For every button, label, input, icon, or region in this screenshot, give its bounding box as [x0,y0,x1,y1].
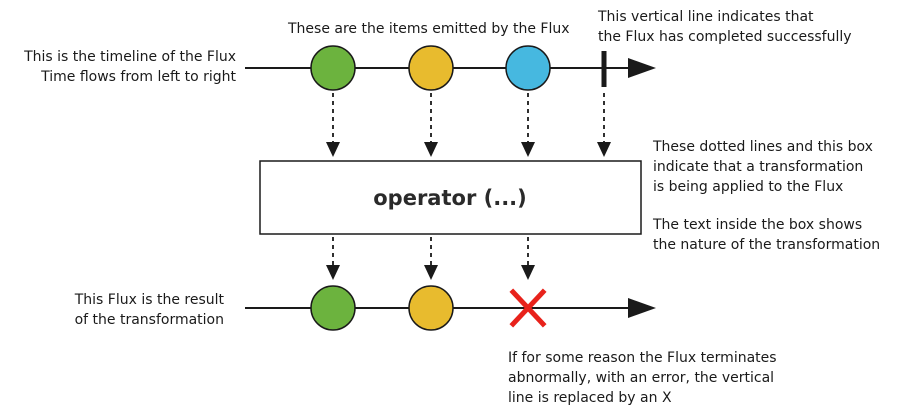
operator-nature-caption-line-2: the nature of the transformation [653,237,881,253]
arrowhead-in-3 [521,142,535,157]
source-item-green [310,45,356,91]
arrowhead-in-1 [326,142,340,157]
error-caption-line-3: line is replaced by an X [508,390,672,406]
result-item-green [310,285,356,331]
operator-box [259,160,642,235]
operator-nature-caption-line-1: The text inside the box shows [653,217,863,233]
error-x-icon [509,288,547,328]
arrowhead-out-2 [424,265,438,280]
arrowhead-out-1 [326,265,340,280]
error-x-stroke-2 [509,288,547,328]
source-timeline-arrowhead [628,58,656,78]
result-caption-line-2: of the transformation [74,312,224,328]
transformation-caption: These dotted lines and this box indicate… [653,137,873,197]
operator-nature-caption: The text inside the box shows the nature… [653,215,880,255]
timeline-caption: This is the timeline of the Flux Time fl… [0,47,236,87]
result-caption-line-1: This Flux is the result [74,292,224,308]
transformation-caption-line-3: is being applied to the Flux [653,179,844,195]
transformation-caption-line-1: These dotted lines and this box [653,139,873,155]
input-dotted-arrows [332,93,605,143]
error-caption-line-1: If for some reason the Flux terminates [508,350,777,366]
items-caption: These are the items emitted by the Flux [288,19,570,39]
output-arrowheads [326,265,535,280]
result-timeline-arrowhead [628,298,656,318]
completion-caption-line-2: the Flux has completed successfully [598,29,852,45]
error-caption-line-2: abnormally, with an error, the vertical [508,370,775,386]
completion-caption-line-1: This vertical line indicates that [598,9,814,25]
transformation-caption-line-2: indicate that a transformation [653,159,864,175]
result-item-yellow [408,285,454,331]
input-arrowheads [326,142,611,157]
arrowhead-in-2 [424,142,438,157]
source-item-yellow [408,45,454,91]
output-dotted-arrows [332,237,529,266]
arrowhead-out-3 [521,265,535,280]
items-caption-line-1: These are the items emitted by the Flux [288,21,570,37]
arrowhead-in-4 [597,142,611,157]
timeline-caption-line-1: This is the timeline of the Flux [24,49,236,65]
source-item-blue [505,45,551,91]
timeline-caption-line-2: Time flows from left to right [41,69,236,85]
operator-label: operator (...) [373,186,527,210]
result-caption: This Flux is the result of the transform… [0,290,224,330]
error-caption: If for some reason the Flux terminates a… [508,348,777,408]
source-timeline [245,45,656,91]
result-timeline [245,285,656,331]
completion-caption: This vertical line indicates that the Fl… [598,7,852,47]
